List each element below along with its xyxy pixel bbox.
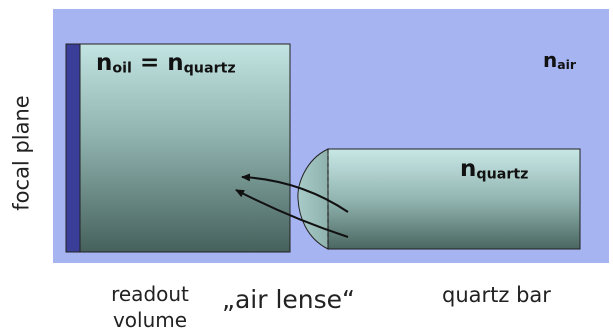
- ray-arrow-lower: [235, 189, 349, 238]
- quartz-bar-body: [327, 148, 581, 250]
- n-oil-symbol: n: [96, 50, 113, 76]
- n-quartz-symbol: n: [167, 50, 184, 76]
- readout-volume-box: [65, 43, 291, 253]
- focal-plane-label: focal plane: [9, 95, 34, 211]
- n-quartz-subscript: quartz: [183, 60, 236, 77]
- n-air-label: nair: [543, 50, 576, 72]
- n-air-subscript: air: [557, 57, 576, 73]
- equals-sign: =: [131, 50, 168, 76]
- air-lense-label: „air lense“: [222, 285, 355, 314]
- readout-volume-label: readout volume: [111, 282, 189, 332]
- n-oil-equals-n-quartz-label: noil = nquartz: [96, 52, 236, 76]
- focal-plane-label-box: focal plane: [8, 78, 36, 228]
- n-oil-subscript: oil: [112, 60, 132, 77]
- bar-n-subscript: quartz: [476, 166, 529, 183]
- quartz-bar-label: quartz bar: [442, 283, 551, 307]
- n-air-symbol: n: [543, 48, 558, 72]
- bar-n-symbol: n: [460, 156, 477, 182]
- bar-n-quartz-label: nquartz: [460, 158, 528, 182]
- focal-plane-strip: [65, 43, 81, 253]
- ray-arrow-upper: [241, 173, 349, 213]
- lens-surface: [297, 148, 329, 250]
